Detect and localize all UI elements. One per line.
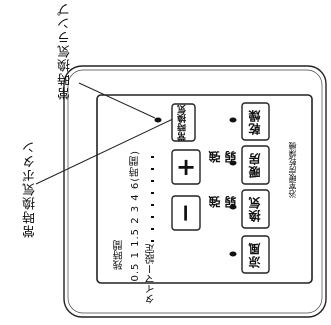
- always-vent-lamp-icon: [154, 117, 162, 123]
- maker-label: 浴室暖房乾燥機: [288, 142, 297, 198]
- vent-lamp-icon: [229, 204, 237, 210]
- always-vent-lamp-callout: 常時換気ランプ: [58, 2, 73, 100]
- heat-lamp-icon: [229, 160, 237, 166]
- timer-minus-button[interactable]: −: [172, 196, 200, 230]
- heat-weak-label: 弱: [224, 151, 238, 163]
- always-vent-button[interactable]: 常時換気: [172, 104, 195, 141]
- heat-strong-label: 強: [208, 151, 222, 163]
- timer-heading: 残時間: [114, 240, 125, 270]
- vent-strong-label: 強: [208, 196, 222, 208]
- timer-scale-label: 0.5 1 1.5 2 3 4 6(時間): [130, 150, 141, 282]
- heat-button[interactable]: 暖房: [242, 146, 269, 184]
- controller-housing-inner-edge: [67, 69, 323, 314]
- heat-button-label: 暖房: [248, 152, 262, 178]
- vent-button-outline: [241, 189, 270, 229]
- minus-icon: −: [171, 202, 200, 224]
- vent-button-label: 換気: [248, 196, 262, 222]
- cool-lamp-icon: [229, 251, 237, 257]
- always-vent-button-callout: 常時換気ボタン: [23, 140, 38, 238]
- vent-button[interactable]: 換気: [242, 190, 269, 228]
- cool-button-label: 涼風: [248, 241, 262, 268]
- cool-button-outline: [241, 235, 270, 274]
- timer-plus-button[interactable]: +: [172, 150, 200, 184]
- heat-button-outline: [241, 145, 270, 185]
- lamp-leader-line: [78, 82, 156, 119]
- dry-button-label: 乾燥: [248, 108, 262, 135]
- dry-button-outline: [241, 102, 270, 141]
- minus-button-outline: [171, 195, 201, 231]
- dry-button[interactable]: 乾燥: [242, 103, 269, 140]
- plus-icon: +: [175, 153, 197, 181]
- timer-scale-dots: [151, 156, 154, 242]
- plus-button-outline: [171, 149, 201, 185]
- cool-button[interactable]: 涼風: [242, 236, 269, 273]
- vent-weak-label: 弱: [224, 196, 238, 208]
- always-vent-button-outline: [171, 103, 196, 142]
- always-vent-button-label: 常時換気: [178, 104, 188, 141]
- button-leader-line: [35, 117, 176, 185]
- dry-lamp-icon: [229, 117, 237, 123]
- timer-setting-label: タイマー設定: [146, 244, 157, 304]
